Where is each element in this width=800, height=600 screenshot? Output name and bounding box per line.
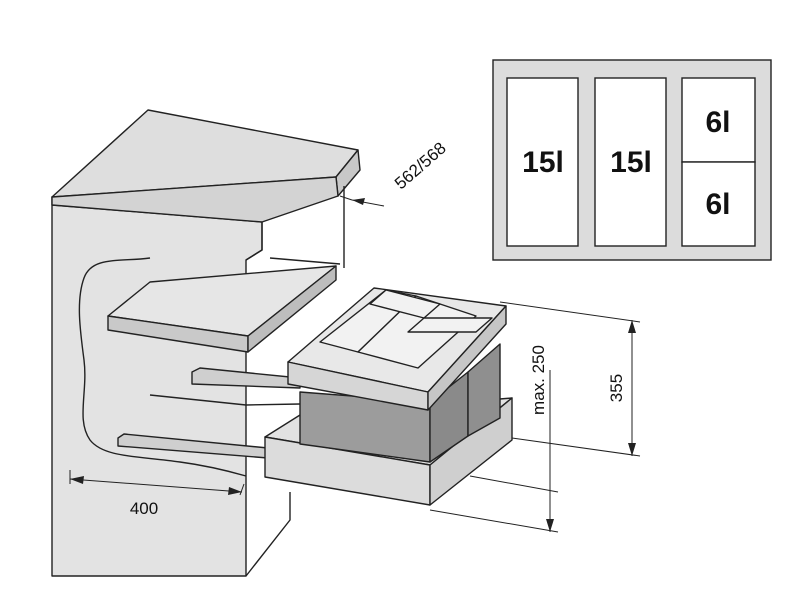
rear-bin-side <box>467 343 501 437</box>
front-rail <box>51 176 339 223</box>
height-355-arrow-bottom <box>628 443 636 456</box>
volume-label-4: 6l <box>705 188 730 221</box>
layout-compartment-1 <box>506 77 579 247</box>
depth-extension <box>339 195 353 201</box>
width-label: 400 <box>130 499 158 518</box>
volume-label-2: 15l <box>610 146 652 179</box>
height-355-tick-top <box>499 301 641 323</box>
width-arrow-left <box>70 476 84 484</box>
cabinet-side-panel <box>51 196 263 577</box>
height-355-arrow-top <box>628 320 636 333</box>
max-height-label: max. 250 <box>529 345 548 415</box>
width-dimension-line <box>69 478 243 493</box>
depth-label: 562/568 <box>391 139 450 194</box>
bins <box>287 287 507 463</box>
width-extension-right <box>239 483 245 496</box>
dimension-lines <box>69 195 641 533</box>
volume-label-1: 15l <box>522 146 564 179</box>
layout-compartment-3 <box>681 77 756 163</box>
depth-arrow <box>352 198 365 205</box>
lower-rails <box>117 367 301 459</box>
cabinet-floor <box>149 394 301 406</box>
cabinet-back-edge <box>245 222 263 261</box>
shelf-side <box>247 265 337 353</box>
bin-volume-labels: 15l 15l 6l 6l <box>522 106 730 221</box>
bin-layout-panel <box>492 59 772 261</box>
height-label: 355 <box>607 374 626 402</box>
cabinet-base <box>245 492 291 577</box>
height-250-tick-bottom <box>429 509 559 533</box>
width-arrow-right <box>228 487 242 495</box>
height-355-tick-bottom <box>511 437 641 457</box>
cabinet-cutaway-edge <box>78 257 247 477</box>
height-250-tick-mid <box>469 475 559 493</box>
shelf-rail <box>269 257 341 265</box>
compartment-6l-b <box>407 317 493 333</box>
layout-compartment-4 <box>681 161 756 247</box>
upper-shelf <box>107 257 341 353</box>
layout-compartment-2 <box>594 77 667 247</box>
bin-rim-side <box>427 305 507 411</box>
height-250-arrow-bottom <box>546 519 554 532</box>
volume-label-3: 6l <box>705 106 730 139</box>
